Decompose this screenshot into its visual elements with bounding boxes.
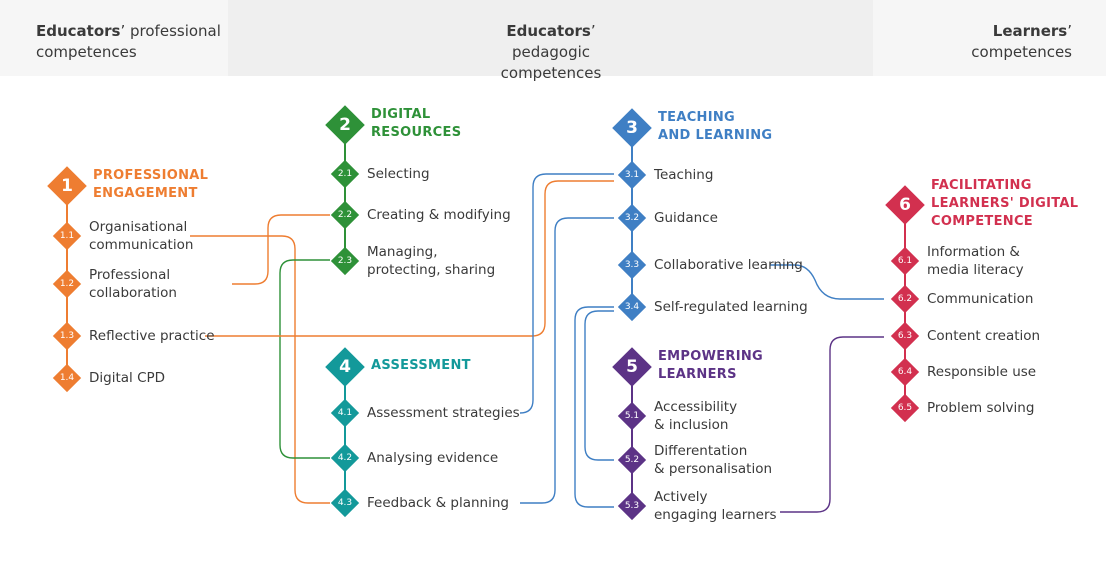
area-4-title: ASSESSMENT (371, 358, 471, 373)
competence-3.2-number: 3.2 (624, 213, 640, 223)
area-4-spine (344, 367, 346, 503)
competence-1.1-number: 1.1 (59, 231, 75, 241)
competence-2.3-number: 2.3 (337, 256, 353, 266)
competence-6.1-number: 6.1 (897, 256, 913, 266)
competence-5.2-number: 5.2 (624, 455, 640, 465)
header-learners-bold: Learners (992, 22, 1068, 40)
connector-1.3-to-3.1 (205, 180, 614, 337)
competence-1.2-number: 1.2 (59, 279, 75, 289)
competence-1.2-label: Professional collaboration (89, 267, 177, 301)
area-6-title: FACILITATING LEARNERS' DIGITAL COMPETENC… (931, 178, 1079, 229)
area-2-title: DIGITAL RESOURCES (371, 107, 462, 140)
competence-1.4-number: 1.4 (59, 373, 75, 383)
competence-6.3-label: Content creation (927, 328, 1041, 344)
competence-3.3-number: 3.3 (624, 260, 640, 270)
header-professional-text2: competences (36, 43, 137, 61)
connector-3.4-to-5.2 (584, 310, 614, 461)
header-pedagogic: Educators’ pedagogic competences (468, 21, 634, 84)
competence-2.3-label: Managing, protecting, sharing (367, 244, 496, 278)
competence-5.2-label: Differentation & personalisation (654, 443, 773, 477)
competence-6.4-label: Responsible use (927, 364, 1037, 380)
competence-4.1-number: 4.1 (337, 408, 353, 418)
competence-3.2-label: Guidance (654, 210, 718, 226)
header-band-left (0, 0, 228, 76)
header-learners-text2: competences (971, 43, 1072, 61)
competence-4.3-number: 4.3 (337, 498, 353, 508)
connector-4.3-to-3.2 (520, 217, 614, 504)
competence-3.3-label: Collaborative learning (654, 257, 803, 273)
competence-3.4-number: 3.4 (624, 302, 640, 312)
area-5-spine (631, 367, 633, 506)
area-5-title: EMPOWERING LEARNERS (658, 349, 764, 382)
competence-4.3-label: Feedback & planning (367, 495, 509, 511)
competence-6.5-label: Problem solving (927, 400, 1035, 416)
header-professional-bold: Educators (36, 22, 121, 40)
competence-2.1-label: Selecting (367, 166, 430, 182)
connector-1.1-to-4.3 (190, 235, 330, 504)
header-learners-text: ’ (1067, 22, 1072, 40)
header-professional-text: ’ professional (120, 22, 221, 40)
connector-2.3-to-4.2 (279, 259, 330, 459)
competence-5.3-number: 5.3 (624, 501, 640, 511)
competence-5.1-label: Accessibility & inclusion (654, 399, 738, 433)
header-pedagogic-text2: competences (500, 64, 602, 82)
competence-3.1-number: 3.1 (624, 170, 640, 180)
area-2-number: 2 (339, 115, 351, 135)
competence-6.1-label: Information & media literacy (927, 244, 1024, 278)
header-professional: Educators’ professional competences (36, 21, 221, 63)
competence-1.3-number: 1.3 (59, 331, 75, 341)
competence-2.2-number: 2.2 (337, 210, 353, 220)
connector-1.2-to-2.2 (232, 214, 330, 285)
competence-5.1-number: 5.1 (624, 411, 640, 421)
connector-5.3-to-6.3 (780, 336, 884, 513)
area-5-number: 5 (626, 357, 638, 377)
competence-1.1-label: Organisational communication (89, 219, 194, 253)
competence-6.5-number: 6.5 (897, 403, 913, 413)
competence-4.2-label: Analysing evidence (367, 450, 499, 466)
competence-2.1-number: 2.1 (337, 169, 353, 179)
competence-1.3-label: Reflective practice (89, 328, 215, 344)
area-2-spine (344, 125, 346, 261)
header-learners: Learners’ competences (971, 21, 1072, 63)
competence-5.3-label: Actively engaging learners (654, 489, 777, 523)
header-band-right (873, 0, 1106, 76)
competence-4.1-label: Assessment strategies (367, 405, 520, 421)
area-3-number: 3 (626, 118, 638, 138)
area-6-number: 6 (899, 195, 911, 215)
header-pedagogic-text: ’ pedagogic (511, 22, 596, 61)
competence-6.4-number: 6.4 (897, 367, 913, 377)
competence-1.4-label: Digital CPD (89, 370, 166, 386)
area-4-number: 4 (339, 357, 351, 377)
competence-4.2-number: 4.2 (337, 453, 353, 463)
competence-3.4-label: Self-regulated learning (654, 299, 808, 315)
connector-4.1-to-3.1 (519, 173, 614, 414)
area-1-number: 1 (61, 176, 73, 196)
connector-3.3-to-6.2 (770, 264, 884, 300)
competence-3.1-label: Teaching (654, 167, 714, 183)
header-band-middle (228, 0, 873, 76)
area-1-title: PROFESSIONAL ENGAGEMENT (93, 168, 209, 201)
competence-6.2-label: Communication (927, 291, 1034, 307)
area-3-title: TEACHING AND LEARNING (658, 110, 773, 143)
competence-6.2-number: 6.2 (897, 294, 913, 304)
connector-3.4-to-5.3 (574, 306, 614, 508)
competence-2.2-label: Creating & modifying (367, 207, 511, 223)
header-pedagogic-bold: Educators (506, 22, 591, 40)
competence-6.3-number: 6.3 (897, 331, 913, 341)
